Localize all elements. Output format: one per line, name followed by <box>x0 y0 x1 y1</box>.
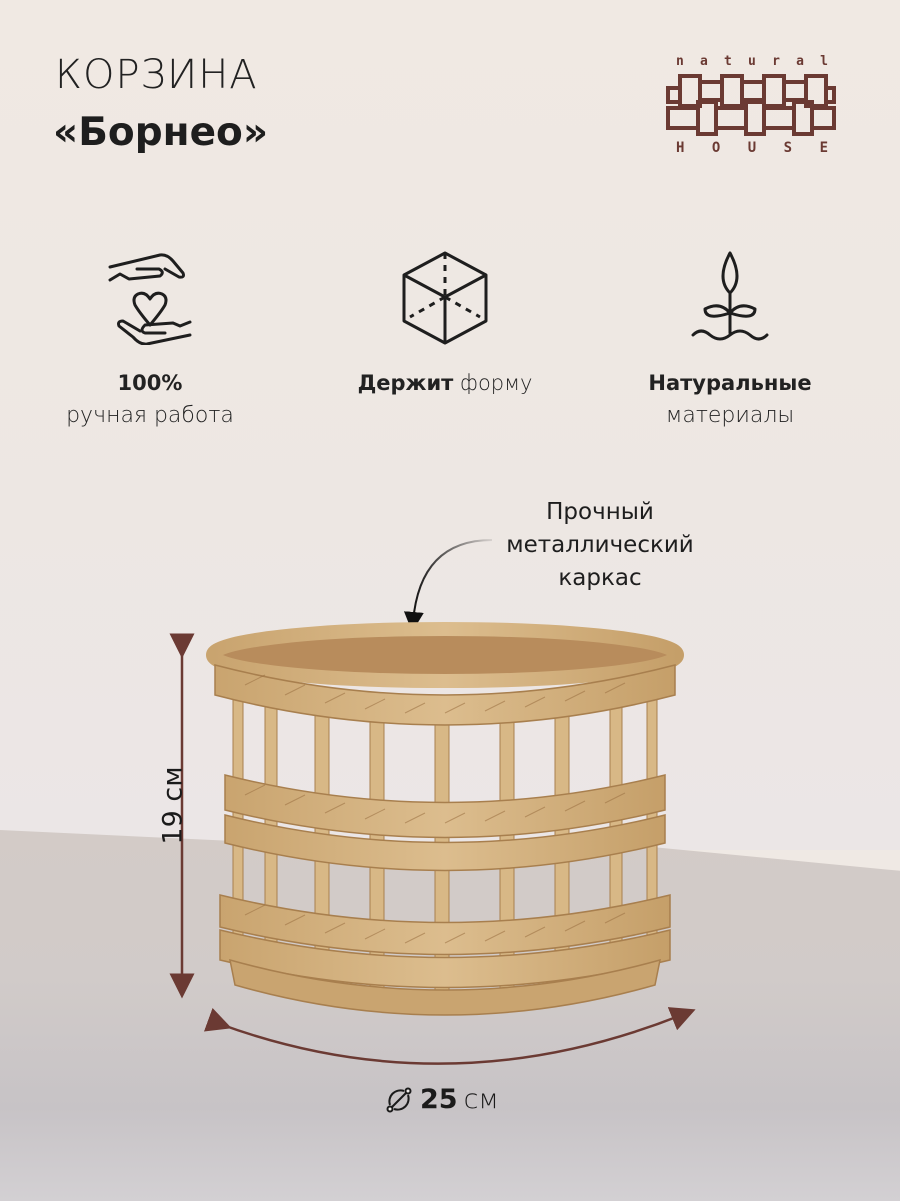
callout-line-2: металлический <box>506 532 694 558</box>
cube-icon <box>402 251 488 345</box>
diameter-value: 25 <box>420 1084 458 1115</box>
basket-image <box>206 622 684 1016</box>
diameter-label: 25 см <box>384 1084 499 1115</box>
feature-normal-text: материалы <box>665 403 795 428</box>
frame-callout: Прочный металлический каркас <box>490 496 710 595</box>
feature-handmade: 100% ручная работа <box>40 245 260 433</box>
feature-keeps-shape: Держит форму <box>330 245 560 399</box>
height-label: 19 см <box>157 766 189 845</box>
diameter-arc-icon <box>203 1007 696 1065</box>
logo-letter: a <box>796 54 804 69</box>
feature-natural-materials: Натуральные материалы <box>620 245 840 433</box>
diameter-icon <box>386 1087 412 1112</box>
logo-letter: H <box>676 140 685 156</box>
logo-letter: t <box>724 54 732 69</box>
callout-arrow-icon <box>403 539 493 632</box>
logo-word-natural: n a t u r a l <box>676 54 828 69</box>
brand-logo: n a t u r a l H O U S <box>664 54 836 158</box>
logo-letter: S <box>783 140 793 156</box>
weave-logo-icon <box>666 74 836 136</box>
logo-letter: r <box>772 54 780 69</box>
sprout-icon <box>691 251 769 341</box>
feature-normal-text: форму <box>460 371 533 395</box>
feature-bold-text: 100% <box>117 371 183 395</box>
logo-letter: U <box>747 140 757 156</box>
feature-bold-text: Держит <box>357 371 454 395</box>
feature-text: Держит форму <box>330 367 560 399</box>
logo-letter: O <box>711 140 721 156</box>
feature-bold-text: Натуральные <box>648 371 812 395</box>
callout-line-3: каркас <box>558 565 642 591</box>
hands-heart-icon <box>108 253 192 345</box>
logo-letter: E <box>819 140 828 156</box>
logo-letter: n <box>676 54 684 69</box>
diameter-unit: см <box>463 1084 499 1115</box>
logo-letter: a <box>700 54 708 69</box>
product-name-title: «Борнео» <box>53 110 269 155</box>
logo-word-house: H O U S E <box>676 140 828 156</box>
logo-letter: u <box>748 54 756 69</box>
logo-letter: l <box>820 54 828 69</box>
product-type-title: КОРЗИНА <box>55 52 258 98</box>
feature-normal-text: ручная работа <box>66 403 234 428</box>
callout-line-1: Прочный <box>546 499 654 525</box>
